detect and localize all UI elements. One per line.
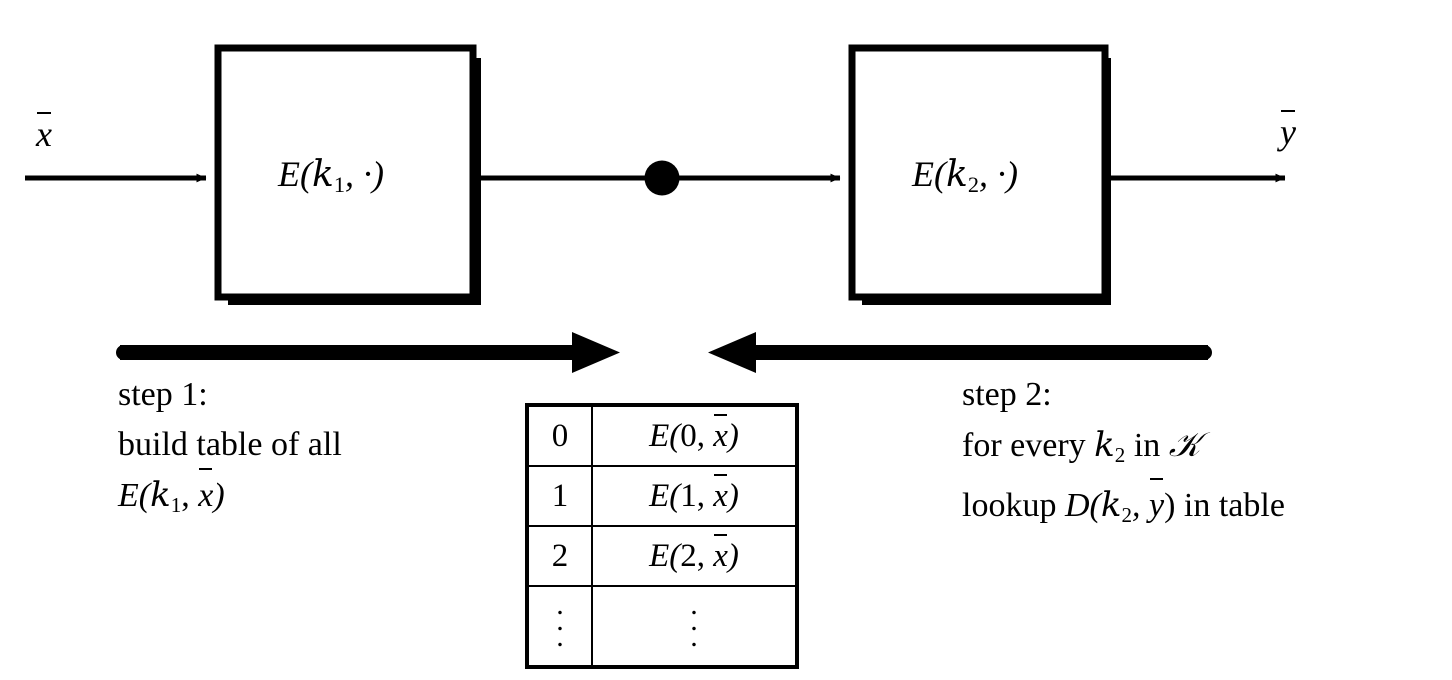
enc1-label-key: k [311,154,334,195]
step1-line3-prefix: E( [118,477,151,514]
step1-line3-key: k [150,475,171,515]
enc1-label-sub: 1 [333,172,345,198]
step2-line3-key: k [1100,484,1122,525]
table-cell-value: ... [591,585,797,667]
step1-caption: step 1: build table of all E(k1, x) [118,370,342,530]
step1-line3-var: x [198,477,214,514]
enc1-label-prefix: E( [278,154,312,194]
step2-line3-fn: D( [1064,486,1101,524]
table-cell-key: ... [527,585,593,667]
output-signal-label: y [1280,110,1296,152]
step2-heading: step 2: [962,376,1052,413]
enc2-label-sub: 2 [967,172,979,198]
table-cell-value: E(0, x) [591,405,797,467]
enc2-label-prefix: E( [912,154,946,194]
output-signal-text: y [1280,112,1296,152]
step1-line3: E(k1, x) [118,467,342,530]
step2-line3-prefix: lookup [962,486,1065,524]
step2-caption: step 2: for every k2 in 𝒦 lookup D(k2, y… [962,370,1285,540]
step2-line3-mid: , [1132,486,1149,524]
enc1-block-label: E(k1, ·) [278,153,384,198]
step2-line2-prefix: for every [962,427,1095,464]
step2-line2: for every k2 in 𝒦 [962,420,1285,480]
junction-dot-icon [644,160,680,196]
table-cell-key: 2 [527,525,593,587]
enc1-label-suffix: , ·) [344,154,384,194]
vertical-dots-icon: ... [556,588,564,653]
enc2-label-key: k [945,154,968,195]
enc2-block[interactable] [848,44,1109,301]
table-cell-key: 0 [527,405,593,467]
vertical-dots-icon: ... [690,588,698,653]
step2-line2-mid: in [1125,427,1169,464]
table-cell-key: 1 [527,465,593,527]
enc2-block-label: E(k2, ·) [912,153,1018,198]
step1-arrow-icon [116,332,620,373]
step2-keyspace-symbol: 𝒦 [1168,425,1201,465]
step1-heading: step 1: [118,376,208,413]
enc2-label-suffix: , ·) [978,154,1018,194]
input-signal-text: x [36,114,52,154]
table-cell-value: E(1, x) [591,465,797,527]
input-signal-label: x [36,112,52,154]
step2-line3: lookup D(k2, y) in table [962,477,1285,540]
step2-line3-sub: 2 [1121,502,1132,527]
step2-line2-sub: 2 [1114,442,1126,467]
step1-line3-mid: , [181,477,199,514]
step2-arrow-icon [708,332,1212,373]
step1-line3-sub: 1 [170,492,182,517]
enc1-block[interactable] [214,44,477,301]
step2-line3-var: y [1149,486,1165,524]
step1-line2: build table of all [118,426,342,463]
table-cell-value: E(2, x) [591,525,797,587]
table-row: ...... [527,585,797,667]
step2-line3-suffix: ) in table [1164,486,1285,524]
step2-line2-key: k [1094,425,1115,465]
step1-line3-suffix: ) [213,477,225,514]
